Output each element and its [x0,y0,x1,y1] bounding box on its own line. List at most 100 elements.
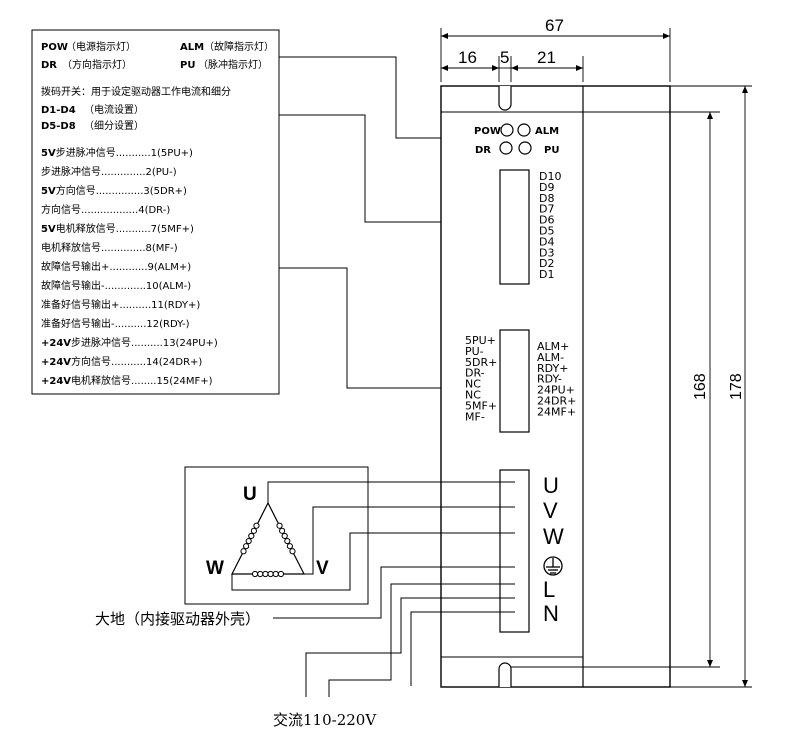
dim-outer-height: 178 [728,373,745,400]
legend-border [31,29,280,395]
signal-left-label: NC [465,389,481,402]
alm-led-icon [517,123,531,137]
power-terminal-labels: UVW ⏚LN [543,473,564,626]
signal-left-label: MF- [465,410,485,423]
signal-left-label: PU- [465,345,484,358]
legend-pu-desc: （脉冲指示灯） [198,58,268,71]
dim-seg3: 21 [537,48,556,67]
wire-w [231,532,515,591]
legend-signal-text: 方向信号..................4(DR-) [41,203,170,216]
legend-signal-text: 步进脉冲信号..............2(PU-) [41,165,177,178]
legend-pow-label: POW [41,42,68,53]
legend-signal-row: +24V方向信号...........14(24DR+) [41,355,202,368]
coil-bead [272,570,279,578]
dip-label: D4 [539,235,554,248]
coil-bead [286,543,293,550]
legend-box: POW （电源指示灯） ALM （故障指示灯） DR （方向指示灯） PU （脉… [31,29,280,395]
dip-label: D5 [539,225,554,238]
power-terminal-label: V [543,498,558,523]
coil-bead [267,570,274,578]
power-terminal-label: W [543,524,564,549]
legend-signal-row: 故障信号输出-.............10(ALM-) [41,279,191,292]
coil-bead [245,537,252,545]
power-terminal-label: N [543,601,559,626]
coil-bead [243,543,250,550]
signal-left-label: 5MF+ [465,399,497,412]
signal-right-label: RDY- [537,373,562,386]
coil-bead [251,570,259,578]
legend-signal-row: 步进脉冲信号..............2(PU-) [41,165,177,178]
wire-l [328,583,515,697]
wire-l2 [305,597,515,697]
dip-label: D7 [539,203,554,216]
panel-led-pow-label: POW [474,126,501,137]
signal-left-label: NC [465,378,481,391]
motor-v-label: V [316,558,329,579]
signal-right-label: 24PU+ [537,384,575,397]
panel-led-dr-label: DR [475,145,491,156]
legend-signal-row: +24V电机释放信号........15(24MF+) [41,374,213,387]
leader-led [279,56,441,139]
signal-left-label: DR- [465,367,485,380]
power-wiring [231,481,515,697]
legend-signal-row: 方向信号..................4(DR-) [41,203,170,216]
dip-label: D3 [539,246,554,259]
dip-label: D10 [539,170,561,183]
motor-u-label: U [243,484,257,505]
legend-signal-text: 电机释放信号..............8(MF-) [41,241,178,254]
signal-left-label: 5DR+ [465,356,497,369]
legend-signal-prefix: 5V [41,148,56,159]
leader-lines [279,56,441,389]
legend-d5d8-desc: （细分设置） [84,119,144,132]
legend-alm-label: ALM [180,42,204,53]
legend-dip-desc: 拨码开关：用于设定驱动器工作电流和细分 [41,85,231,98]
signal-right-label: ALM+ [537,340,569,353]
pu-led-icon [518,141,532,155]
legend-signal-text: 准备好信号输出-..........12(RDY-) [41,317,190,330]
dip-label: D1 [539,268,554,281]
legend-signal-row: 准备好信号输出-..........12(RDY-) [41,317,190,330]
coil-bead [240,548,247,555]
legend-signal-row: 故障信号输出+............9(ALM+) [41,260,191,273]
motor-box: U V W [184,466,369,605]
dip-switch [499,169,530,285]
wire-v [304,506,515,575]
dim-seg2: 5 [500,48,509,67]
legend-alm-desc: （故障指示灯） [204,40,274,53]
legend-signal-text: 电机释放信号...........7(5MF+) [56,222,194,235]
legend-signal-row: 5V方向信号...............3(5DR+) [41,184,187,197]
legend-signal-text: 步进脉冲信号..........13(24PU+) [71,336,218,349]
legend-signal-row: 5V步进脉冲信号...........1(5PU+) [41,146,193,159]
legend-signal-text: 方向信号...............3(5DR+) [56,184,187,197]
legend-signal-prefix: +24V [41,357,71,368]
legend-signal-row: 5V电机释放信号...........7(5MF+) [41,222,194,235]
coil-bead [279,527,286,534]
coil-bead [262,570,269,578]
dim-inner-height: 168 [692,373,709,400]
power-terminal-label: U [543,473,559,498]
dip-label: D9 [539,181,554,194]
ground-terminal-icon: ⏚ [543,556,563,576]
coil-bead [284,537,291,545]
signal-left-label: 5PU+ [465,334,496,347]
signal-labels-right: ALM+ALM-RDY+RDY-24PU+24DR+24MF+ [537,340,576,418]
pow-led-icon [500,123,514,137]
coil-bead [289,548,296,555]
legend-dr-desc: （方向指示灯） [62,58,132,71]
power-connector [499,469,530,633]
top-mount-slot [498,86,512,111]
power-terminal-label: L [543,577,555,602]
coil-bead [276,522,283,529]
coil-bead [250,527,257,534]
legend-pow-desc: （电源指示灯） [66,40,136,53]
signal-right-label: 24DR+ [537,395,576,408]
dip-label: D6 [539,214,554,227]
legend-signal-text: 电机释放信号........15(24MF+) [71,374,213,387]
dimensions [440,28,752,688]
leader-signal [279,267,441,389]
legend-signal-prefix: +24V [41,376,71,387]
caption-ground: 大地（内接驱动器外壳） [95,610,260,628]
